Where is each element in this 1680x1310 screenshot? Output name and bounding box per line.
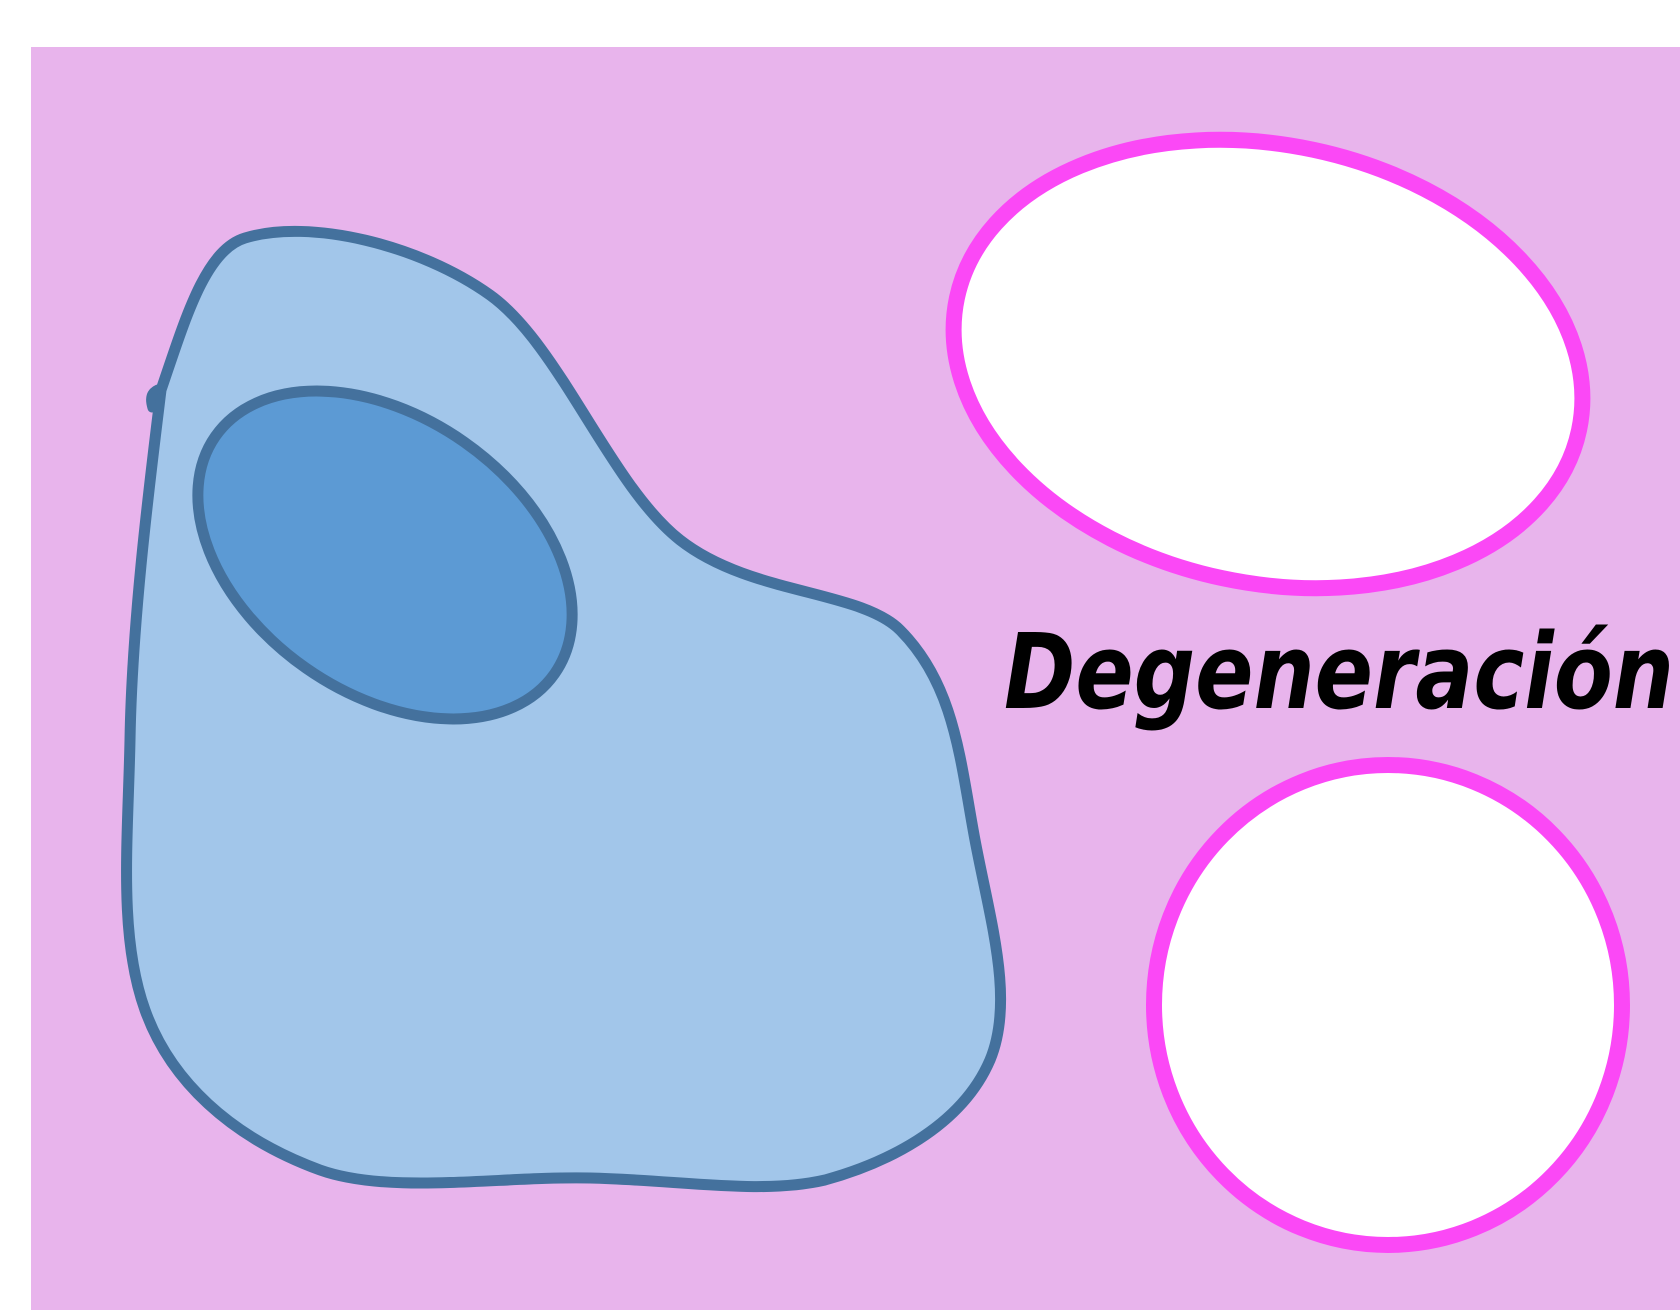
diagram-label: Degeneración [1004, 611, 1674, 733]
vesicle-circle [1154, 765, 1622, 1245]
